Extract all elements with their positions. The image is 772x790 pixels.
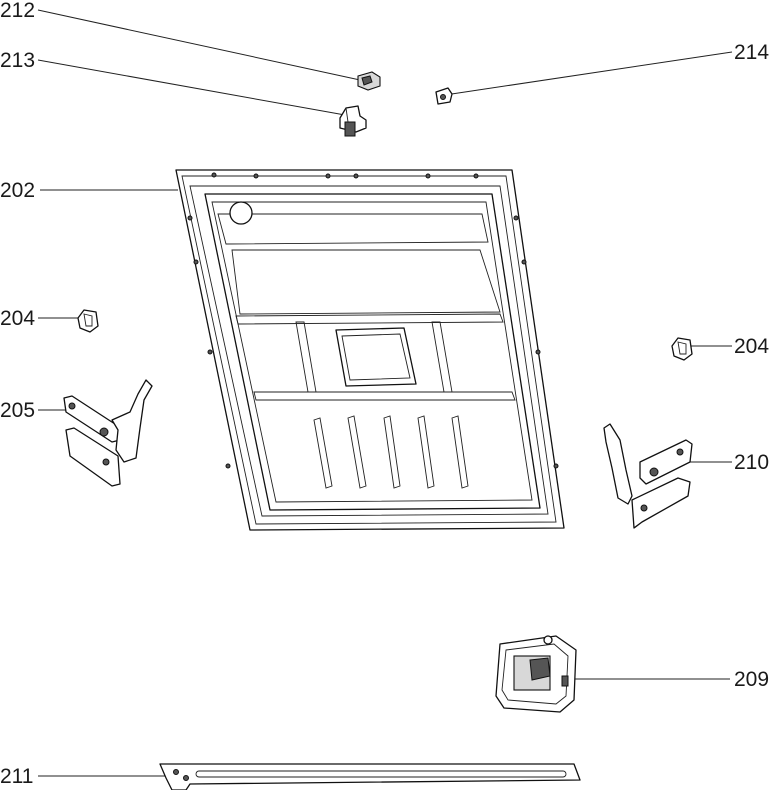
part-204-clip-left — [77, 309, 99, 333]
part-202-inner-door — [175, 169, 565, 531]
callout-212: 212 — [0, 0, 35, 22]
part-213-latch — [339, 105, 367, 137]
leader-lines — [37, 9, 733, 777]
callout-202: 202 — [0, 179, 35, 202]
part-211-rail — [159, 763, 581, 790]
part-212-clip — [357, 71, 381, 91]
part-205-hinge-left — [63, 379, 153, 487]
callout-210: 210 — [734, 451, 769, 474]
callout-213: 213 — [0, 49, 35, 72]
callout-209: 209 — [734, 668, 769, 691]
part-209-dispenser — [495, 635, 577, 713]
part-210-hinge-right — [603, 423, 693, 529]
callout-204-right: 204 — [734, 335, 769, 358]
callout-214: 214 — [734, 41, 769, 64]
part-204-clip-right — [671, 337, 693, 361]
callout-205: 205 — [0, 399, 35, 422]
part-214-bracket — [435, 87, 453, 105]
callout-204-left: 204 — [0, 307, 35, 330]
callout-211: 211 — [0, 765, 33, 788]
